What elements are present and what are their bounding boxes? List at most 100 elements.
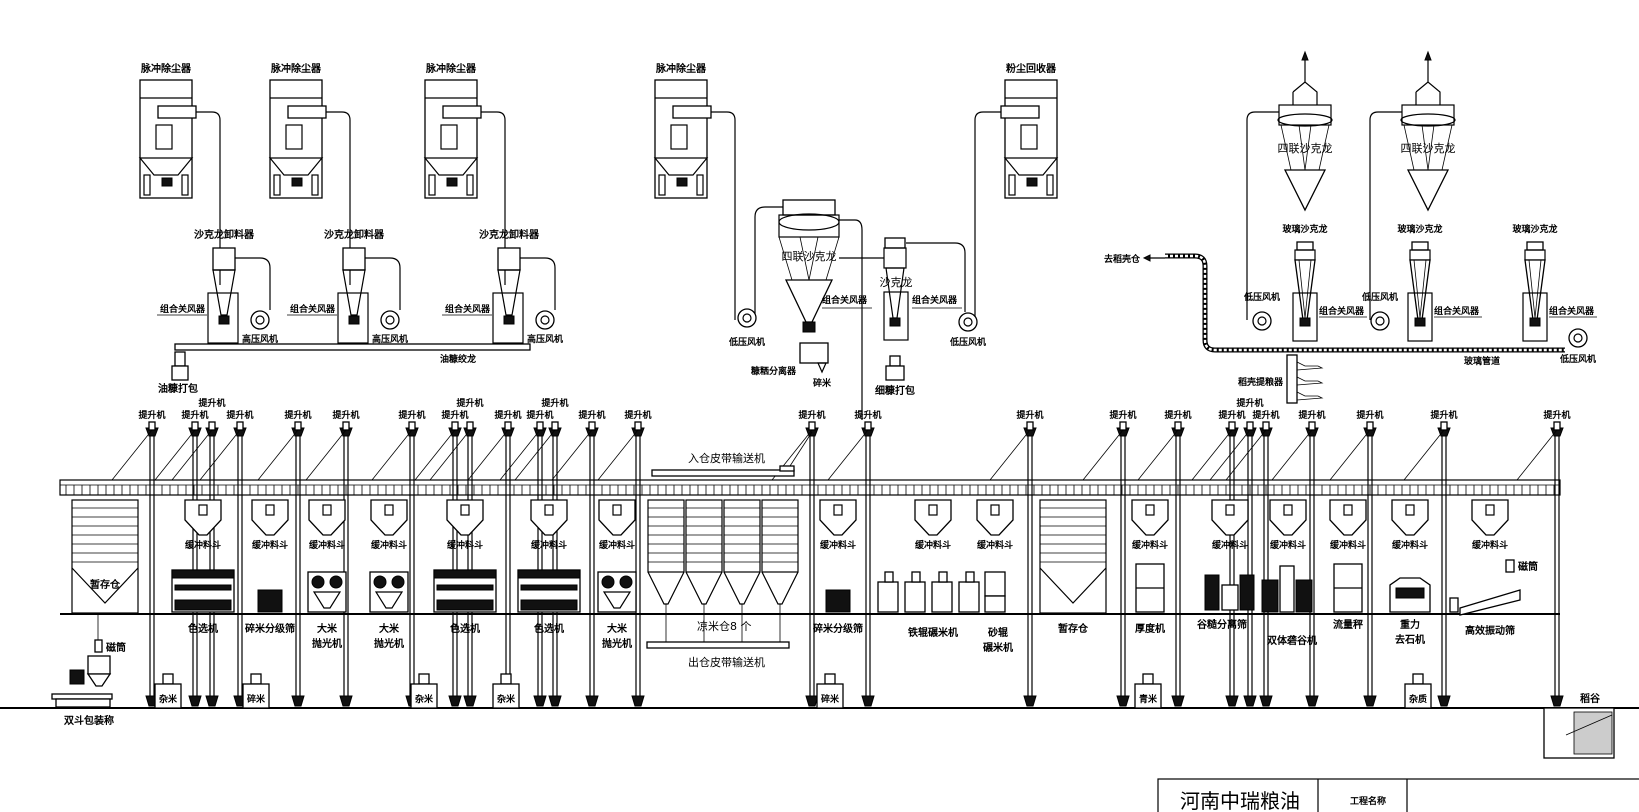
elevator-label: 提升机 [441, 409, 468, 421]
elevator-label: 提升机 [1109, 409, 1136, 421]
output-label: 杂米 [159, 693, 178, 705]
bucket-elevator: 提升机 [154, 409, 209, 707]
bran-separator-label: 糠粞分离器 [750, 365, 797, 377]
machine-bin: 暂存仓 [71, 499, 139, 614]
bucket-elevator: 提升机 [1403, 409, 1458, 707]
bucket-elevator: 提升机 [111, 409, 166, 707]
airlock-label: 组合关风器 [1319, 305, 1365, 317]
elevator-label: 提升机 [1356, 409, 1383, 421]
elevator-label: 提升机 [1236, 397, 1263, 409]
bucket-elevator: 提升机 [414, 409, 469, 707]
elevator-label: 提升机 [578, 409, 605, 421]
cyclone-label: 沙克龙卸料器 [479, 228, 540, 241]
machine-label: 碎米分级筛 [245, 622, 295, 635]
machine-label: 暂存仓 [1058, 622, 1089, 635]
buffer-hopper-label: 缓冲料斗 [977, 539, 1013, 551]
airlock-label: 组合关风器 [160, 303, 206, 315]
elevator-label: 提升机 [226, 409, 253, 421]
bucket-elevator: 提升机 [371, 409, 426, 707]
pulse-dust-collector: 脉冲除尘器 [138, 62, 221, 285]
bucket-elevator: 提升机 [989, 409, 1044, 707]
belt-out-label: 出仓皮带输送机 [688, 655, 765, 669]
elevator-label: 提升机 [398, 409, 425, 421]
pulse-dust-collector: 脉冲除尘器 [423, 62, 506, 285]
machine-label: 厚度机 [1135, 622, 1165, 635]
buffer-hopper-label: 缓冲料斗 [1212, 539, 1248, 551]
airlock-label: 组合关风器 [290, 303, 336, 315]
dust-collector-label: 脉冲除尘器 [655, 62, 707, 75]
elevator-label: 提升机 [1430, 409, 1457, 421]
quad-cyclone: 四联沙克龙 [1369, 50, 1456, 320]
machine-label: 大米抛光机 [312, 622, 342, 650]
bucket-elevator: 提升机 [257, 409, 312, 707]
buffer-hopper-label: 缓冲料斗 [820, 539, 856, 551]
low-pressure-fan-label: 低压风机 [728, 336, 765, 348]
high-pressure-fan-label: 高压风机 [372, 333, 408, 345]
machine-label: 重力去石机 [1395, 618, 1425, 646]
machine-label: 色选机 [450, 622, 480, 635]
output-label: 青米 [1139, 693, 1158, 705]
dust-collector-label: 脉冲除尘器 [270, 62, 322, 75]
quad-cyclone: 四联沙克龙 [1246, 50, 1333, 320]
glass-pipe-label: 玻璃管道 [1464, 355, 1500, 367]
machine-bin: 暂存仓 [1039, 499, 1107, 635]
buffer-hopper-label: 缓冲料斗 [309, 539, 345, 551]
output-bin: 碎米 [242, 673, 270, 709]
buffer-hopper-label: 缓冲料斗 [599, 539, 635, 551]
airlock-label: 组合关风器 [912, 294, 958, 306]
elevator-label: 提升机 [198, 397, 225, 409]
high-pressure-fan-label: 高压风机 [527, 333, 563, 345]
elevator-label: 提升机 [494, 409, 521, 421]
elevator-label: 提升机 [798, 409, 825, 421]
low-pressure-fan: 低压风机 [1361, 291, 1398, 331]
machine-label: 砂辊碾米机 [983, 626, 1013, 654]
paddy-intake-pit: 稻谷 [1543, 692, 1615, 759]
bucket-elevator: 提升机 [1082, 409, 1137, 707]
low-pressure-fan-label: 低压风机 [949, 336, 986, 348]
low-pressure-fan-label: 低压风机 [1361, 291, 1398, 303]
bucket-elevator: 提升机 [1209, 397, 1264, 707]
bucket-elevator: 提升机 [199, 409, 254, 707]
elevator-label: 提升机 [1252, 409, 1279, 421]
high-pressure-fan-label: 高压风机 [242, 333, 278, 345]
output-label: 碎米 [821, 693, 840, 705]
bucket-elevator: 提升机 [171, 397, 226, 707]
buffer-hopper-label: 缓冲料斗 [447, 539, 483, 551]
elevator-label: 提升机 [1218, 409, 1245, 421]
bucket-elevator: 提升机 [467, 409, 522, 707]
elevator-label: 提升机 [854, 409, 881, 421]
company-name: 河南中瑞粮油 [1180, 789, 1300, 812]
elevator-label: 提升机 [456, 397, 483, 409]
bran-conveyor-label: 油糠绞龙 [440, 353, 476, 365]
cyclone-label: 沙克龙卸料器 [194, 228, 255, 241]
output-bin: 杂质 [1404, 673, 1432, 709]
project-name-label: 工程名称 [1350, 795, 1386, 807]
outlet-belt-conveyor: 出仓皮带输送机 [646, 641, 790, 669]
inlet-belt-conveyor: 入仓皮带输送机 [651, 431, 813, 477]
bucket-elevator: 提升机 [1191, 409, 1246, 707]
machine-label: 大米抛光机 [602, 622, 632, 650]
bran-packing-label: 油糠打包 [158, 382, 198, 395]
buffer-hopper-label: 缓冲料斗 [1392, 539, 1428, 551]
pulse-dust-collector: 脉冲除尘器 [268, 62, 351, 285]
output-label: 杂米 [497, 693, 516, 705]
low-pressure-fan: 低压风机 [1559, 328, 1596, 365]
dust-collector-label: 粉尘回收器 [1006, 62, 1057, 75]
bucket-elevator: 提升机 [1225, 409, 1280, 707]
output-bin: 杂米 [492, 673, 520, 709]
output-bin: 杂米 [154, 673, 182, 709]
bran-packing: 油糠打包 [158, 351, 198, 395]
